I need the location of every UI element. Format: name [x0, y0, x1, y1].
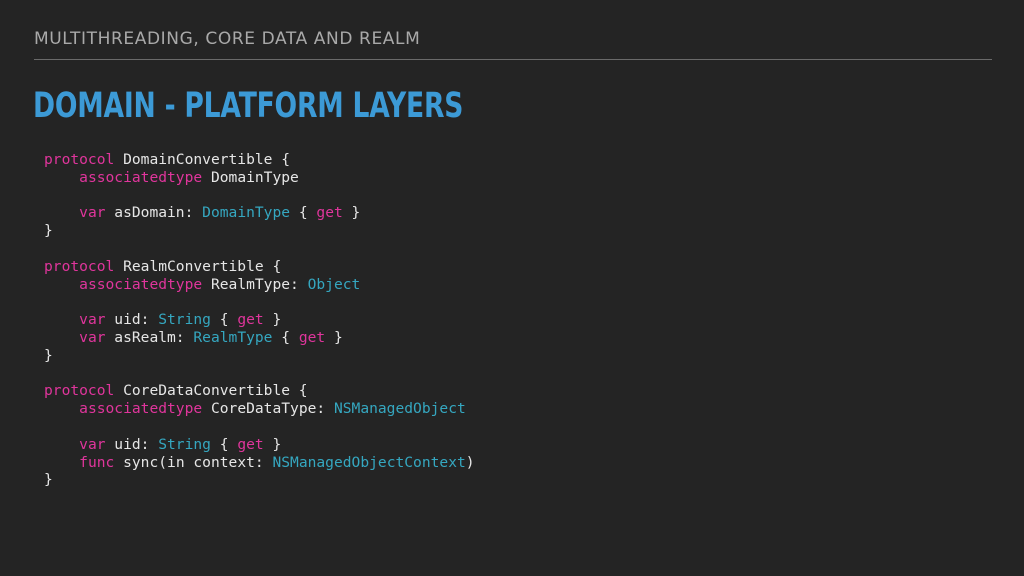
code-line: } [44, 222, 475, 240]
code-token-plain [44, 169, 79, 186]
code-line: associatedtype RealmType: Object [44, 276, 475, 294]
code-token-plain [44, 436, 79, 453]
code-token-plain: CoreDataType: [202, 400, 334, 418]
code-line [44, 418, 475, 436]
code-token-keyword: var [79, 204, 106, 222]
code-token-keyword: var [79, 311, 106, 329]
code-token-keyword: get [316, 204, 343, 222]
slide-title: DOMAIN - PLATFORM LAYERS [33, 86, 464, 126]
code-token-keyword: associatedtype [79, 275, 203, 293]
code-token-keyword: protocol [44, 151, 115, 168]
code-token-type: RealmType [193, 328, 273, 346]
code-token-plain: } [44, 346, 53, 364]
code-token-keyword: var [79, 328, 106, 346]
code-line: var asRealm: RealmType { get } [44, 329, 475, 347]
code-line: protocol CoreDataConvertible { [44, 382, 475, 400]
code-line: associatedtype CoreDataType: NSManagedOb… [44, 400, 475, 418]
code-line: var uid: String { get } [44, 311, 475, 329]
code-token-plain: { [210, 311, 238, 329]
code-token-keyword: get [237, 435, 264, 453]
code-line: } [44, 471, 475, 489]
section-header: MULTITHREADING, CORE DATA AND REALM [34, 29, 421, 49]
code-token-keyword: protocol [44, 257, 115, 275]
code-token-plain: uid: [105, 435, 159, 453]
code-line: } [44, 347, 475, 365]
code-token-plain: sync(in context: [114, 453, 273, 471]
code-token-plain [44, 204, 79, 221]
code-token-plain [44, 400, 79, 417]
code-line: var asDomain: DomainType { get } [44, 204, 475, 222]
code-line [44, 293, 475, 311]
code-token-plain [44, 454, 79, 471]
code-token-plain: } [325, 328, 343, 346]
code-line: protocol RealmConvertible { [44, 258, 475, 276]
code-line [44, 187, 475, 205]
code-line: var uid: String { get } [44, 436, 475, 454]
code-token-plain: } [263, 311, 282, 329]
code-token-plain: CoreDataConvertible { [114, 382, 308, 400]
code-token-type: NSManagedObjectContext [272, 453, 466, 471]
code-token-plain: } [342, 204, 361, 222]
code-line [44, 240, 475, 258]
code-token-keyword: func [79, 453, 115, 471]
code-token-plain: asDomain: [105, 204, 203, 222]
code-token-plain [44, 311, 79, 328]
code-token-type: String [158, 435, 211, 453]
code-line [44, 365, 475, 383]
code-token-plain: DomainConvertible { [114, 151, 291, 168]
code-token-plain: { [210, 435, 238, 453]
code-token-keyword: protocol [44, 382, 115, 400]
code-line: func sync(in context: NSManagedObjectCon… [44, 453, 475, 472]
code-token-plain [44, 276, 79, 293]
code-token-type: NSManagedObject [333, 400, 466, 418]
code-token-plain: RealmConvertible { [114, 257, 282, 275]
code-token-keyword: get [298, 328, 326, 346]
code-token-plain: } [44, 222, 53, 240]
code-block: protocol DomainConvertible { associatedt… [44, 151, 475, 489]
code-token-plain [44, 329, 79, 346]
code-token-plain: { [290, 204, 317, 222]
code-token-plain: } [263, 435, 282, 453]
code-token-keyword: var [79, 435, 106, 453]
code-token-keyword: associatedtype [79, 168, 203, 186]
code-token-type: String [158, 311, 211, 329]
code-token-plain: asRealm: [105, 328, 194, 346]
header-divider [34, 59, 992, 60]
code-token-type: DomainType [202, 204, 291, 222]
code-line: protocol DomainConvertible { [44, 151, 475, 169]
code-token-keyword: get [237, 311, 264, 329]
code-token-plain: { [272, 328, 299, 346]
code-token-plain: DomainType [202, 168, 299, 186]
code-token-type: Object [307, 275, 361, 293]
code-token-plain: uid: [105, 311, 159, 329]
code-token-plain: ) [465, 453, 475, 471]
code-token-plain: RealmType: [202, 275, 308, 293]
code-token-plain: } [44, 471, 53, 489]
code-line: associatedtype DomainType [44, 169, 475, 187]
code-token-keyword: associatedtype [79, 400, 203, 418]
